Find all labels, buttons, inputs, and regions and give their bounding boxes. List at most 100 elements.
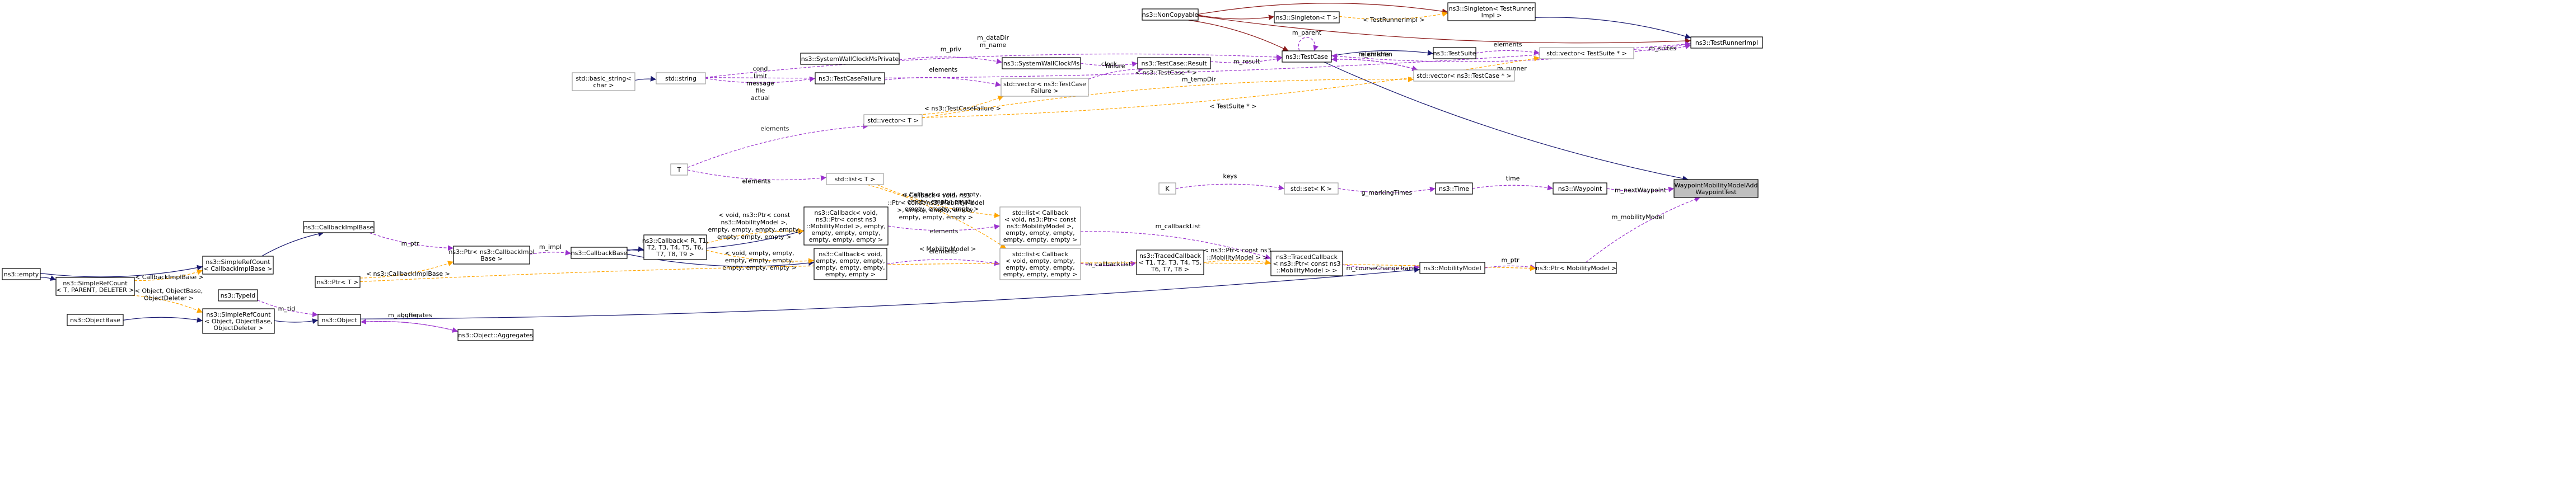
edge-traced_cb_t-to-traced_cb_mobility: < ns3::Ptr< const ns3::MobilityModel > >: [1204, 247, 1271, 265]
class-node-traced_cb_mobility[interactable]: ns3::TracedCallback< ns3::Ptr< const ns3…: [1270, 251, 1343, 276]
class-node-time[interactable]: ns3::Time: [1435, 182, 1473, 195]
class-node-ptr_t[interactable]: ns3::Ptr< T >: [315, 276, 361, 288]
class-node-label: ns3::ObjectBase: [70, 317, 120, 324]
class-node-sysclock[interactable]: ns3::SystemWallClockMs: [1002, 57, 1081, 69]
edge-list_cb_mobility-to-traced_cb_mobility: m_callbackList: [1080, 223, 1271, 260]
class-node-box: [317, 314, 361, 326]
class-node-box: [1435, 182, 1473, 195]
class-node-simplerefcount_obj[interactable]: ns3::SimpleRefCount< Object, ObjectBase,…: [202, 308, 275, 334]
nodes-layer: ns3::NonCopyable ns3::Singleton< TestRunn…: [2, 2, 1763, 341]
edge-waypoint-to-wmmat: m_nextWaypoint: [1606, 187, 1675, 194]
class-node-sysclockpriv[interactable]: ns3::SystemWallClockMsPrivate: [800, 53, 900, 65]
class-node-testcase_result[interactable]: ns3::TestCase::Result: [1137, 57, 1211, 69]
edge-testcasefailure-to-vec_failure: elements: [884, 66, 1002, 87]
class-node-t_node[interactable]: T: [670, 163, 688, 176]
class-node-callback_empty[interactable]: ns3::Callback< void,empty, empty, empty,…: [814, 248, 887, 280]
edge-label: elements: [929, 248, 957, 255]
class-node-callback_r[interactable]: ns3::Callback< R, T1,T2, T3, T4, T5, T6,…: [642, 234, 708, 260]
class-node-list_cb_empty[interactable]: std::list< Callback< void, empty, empty,…: [999, 248, 1081, 280]
class-node-box: [1137, 57, 1211, 69]
class-node-label: ns3::empty: [4, 271, 39, 278]
class-node-object[interactable]: ns3::Object: [317, 314, 361, 326]
class-node-box: [453, 246, 530, 265]
class-node-testcasefailure[interactable]: ns3::TestCaseFailure: [815, 72, 885, 84]
class-node-box: [1274, 11, 1340, 23]
class-node-box: [1158, 182, 1176, 195]
class-node-stdstring[interactable]: std::string: [656, 72, 706, 84]
edge-testcase-to-testcase: m_parent: [1292, 29, 1322, 51]
class-node-label: ns3::SimpleRefCount< Object, ObjectBase,…: [204, 311, 273, 332]
class-node-callbackbase[interactable]: ns3::CallbackBase: [571, 247, 628, 259]
edge-label: < Callback< void, empty,empty, empty, em…: [902, 191, 981, 213]
class-node-label: ns3::TracedCallback< T1, T2, T3, T4, T5,…: [1139, 252, 1202, 273]
edge-line: [1175, 183, 1285, 191]
class-node-callbackimplbase[interactable]: ns3::CallbackImplBase: [303, 221, 375, 233]
edge-typeid-to-object: m_tid: [257, 299, 319, 317]
class-node-testcase[interactable]: ns3::TestCase: [1282, 50, 1332, 63]
edge-label: < ns3::TestCaseFailure >: [924, 105, 1001, 112]
edge-callbackbase-to-callback_r: [627, 246, 644, 252]
class-node-testrunnerimpl[interactable]: ns3::TestRunnerImpl: [1690, 36, 1763, 49]
class-node-basic_string[interactable]: std::basic_string<char >: [572, 72, 635, 91]
class-node-singleton_t[interactable]: ns3::Singleton< T >: [1274, 11, 1340, 23]
class-node-stdset_k[interactable]: std::set< K >: [1284, 182, 1339, 195]
edge-line: [1198, 15, 1691, 44]
edge-line: [705, 53, 1283, 78]
class-node-ptr_mobility[interactable]: ns3::Ptr< MobilityModel >: [1535, 262, 1617, 274]
class-node-list_cb_mobility[interactable]: std::list< Callback< void, ns3::Ptr< con…: [999, 206, 1081, 246]
class-node-aggregates[interactable]: ns3::Object::Aggregates: [457, 329, 534, 341]
edge-label: elements: [760, 125, 789, 132]
edge-label: < ns3::CallbackImplBase >: [366, 270, 450, 277]
class-node-box: [1142, 8, 1199, 21]
class-node-typeid[interactable]: ns3::TypeId: [218, 289, 258, 302]
edge-sysclockpriv-to-sysclock: m_priv: [899, 45, 1003, 64]
edge-label: < Callback< void, ns3::Ptr< const ns3::M…: [888, 192, 984, 221]
class-node-objectbase[interactable]: ns3::ObjectBase: [67, 314, 124, 326]
class-node-traced_cb_t[interactable]: ns3::TracedCallback< T1, T2, T3, T4, T5,…: [1136, 249, 1204, 275]
class-node-noncopyable[interactable]: ns3::NonCopyable: [1142, 8, 1199, 21]
edge-stdlist_t-to-list_cb_empty: < Callback< void, empty,empty, empty, em…: [867, 184, 1007, 249]
class-node-k_node[interactable]: K: [1158, 182, 1176, 195]
class-node-vec_testcase_ptr[interactable]: std::vector< ns3::TestCase * >: [1413, 69, 1515, 82]
class-node-box: [2, 268, 41, 280]
class-node-label: ns3::Object: [322, 317, 358, 324]
class-node-label: std::vector< ns3::TestCase * >: [1416, 72, 1511, 79]
edge-label: m_ptr: [401, 240, 420, 247]
class-node-label: ns3::Waypoint: [1558, 185, 1602, 192]
class-node-label: ns3::TestRunnerImpl: [1695, 39, 1758, 46]
edge-line: [359, 261, 454, 279]
class-node-label: ns3::SimpleRefCount< CallbackImplBase >: [204, 258, 273, 272]
edge-line: [1338, 186, 1436, 193]
edge-line: [360, 267, 1420, 319]
class-node-empty[interactable]: ns3::empty: [2, 268, 41, 280]
edge-stdlist_t-to-list_cb_mobility: < Callback< void, ns3::Ptr< const ns3::M…: [877, 184, 1001, 221]
class-node-box: [670, 163, 688, 176]
class-node-testsuite[interactable]: ns3::TestSuite: [1433, 47, 1476, 59]
class-node-stdlist_t[interactable]: std::list< T >: [826, 173, 884, 185]
edge-label: m_tempDir: [1182, 76, 1217, 83]
edge-simplerefcount_t-to-simplerefcount_obj: < Object, ObjectBase,ObjectDeleter >: [132, 288, 203, 313]
class-node-label: ns3::SystemWallClockMsPrivate: [801, 55, 899, 63]
edge-label: elements: [1361, 50, 1390, 58]
edge-label: buffer: [401, 312, 419, 319]
class-node-simplerefcount_cb[interactable]: ns3::SimpleRefCount< CallbackImplBase >: [202, 256, 274, 275]
edge-testsuite-to-vec_testsuite: elements: [1475, 41, 1540, 55]
class-node-mobilitymodel[interactable]: ns3::MobilityModel: [1419, 262, 1485, 274]
edge-line: [257, 299, 319, 317]
class-node-stdvector_t[interactable]: std::vector< T >: [863, 114, 923, 126]
class-node-vec_testsuite[interactable]: std::vector< TestSuite * >: [1539, 47, 1634, 59]
class-node-callback_mobility[interactable]: ns3::Callback< void,ns3::Ptr< const ns3:…: [803, 206, 889, 246]
edge-ptr_mobility-to-wmmat: m_mobilityModel: [1586, 196, 1701, 263]
class-node-waypoint[interactable]: ns3::Waypoint: [1553, 182, 1607, 195]
edge-singleton_t-to-singleton_trunner: < TestRunnerImpl >: [1339, 11, 1448, 23]
edge-ptr_callbackimpl-to-callbackbase: m_impl: [529, 243, 572, 256]
edge-ptr_t-to-ptr_callbackimpl: < ns3::CallbackImplBase >: [359, 261, 454, 279]
edge-label: elements: [929, 66, 957, 73]
class-node-label: ns3::CallbackImplBase: [304, 224, 374, 231]
class-node-simplerefcount_t[interactable]: ns3::SimpleRefCount< T, PARENT, DELETER …: [55, 277, 135, 296]
